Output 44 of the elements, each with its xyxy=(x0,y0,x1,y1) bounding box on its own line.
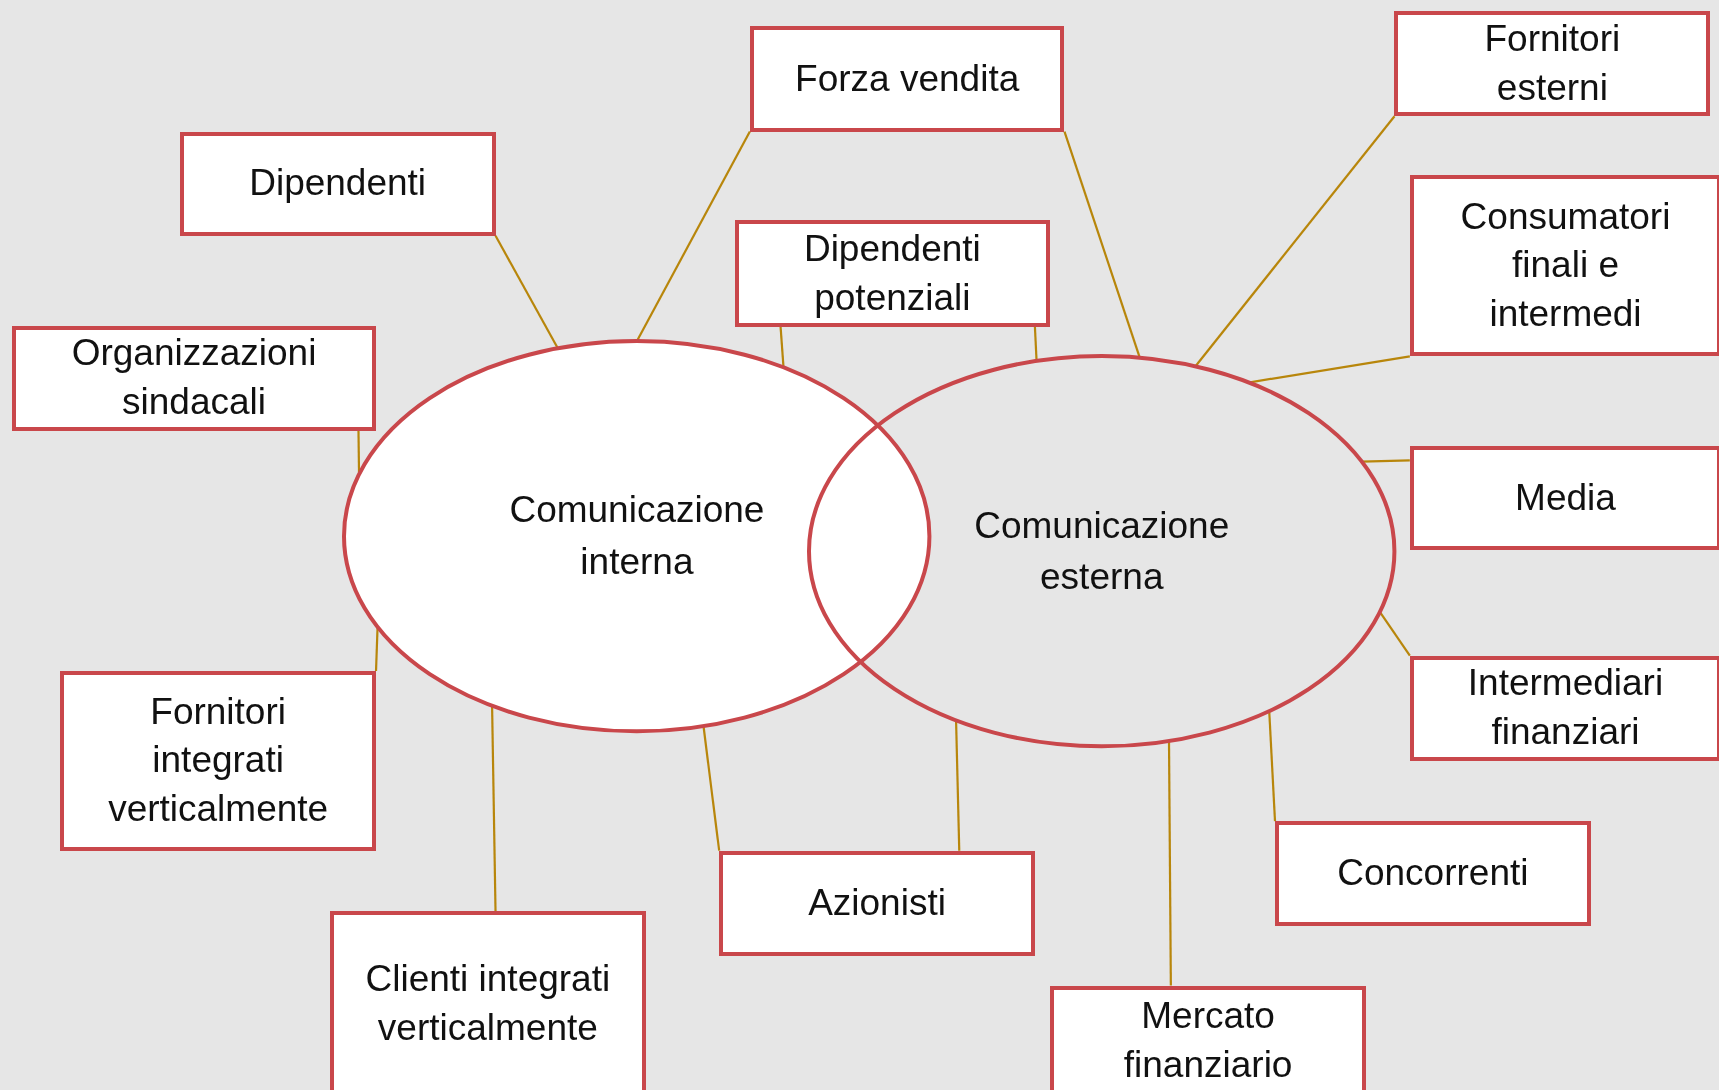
label-box xyxy=(749,26,1065,132)
label-box xyxy=(1050,985,1366,1090)
ellipse xyxy=(809,356,1395,747)
box-label: Dipendenti potenziali xyxy=(802,226,982,320)
label-box xyxy=(60,670,376,851)
connector-line xyxy=(374,626,379,671)
connector-line xyxy=(1033,326,1038,362)
label-box xyxy=(719,850,1035,956)
connector-line xyxy=(1167,741,1172,986)
box-label: Clienti integrati verticalmente xyxy=(364,956,612,1050)
connector-line xyxy=(954,720,961,851)
label-box xyxy=(12,325,376,431)
connector-line xyxy=(1063,131,1141,359)
ellipse-label: Comunicazione esterna xyxy=(973,503,1231,600)
label-box xyxy=(1409,655,1719,761)
connector-line xyxy=(491,705,497,912)
box-label: Fornitori esterni xyxy=(1483,16,1622,110)
box-label: Consumatori finali e intermedi xyxy=(1459,194,1672,337)
connector-line xyxy=(702,726,721,851)
box-label: Intermediari finanziari xyxy=(1466,661,1665,755)
ellipse-label: Comunicazione interna xyxy=(508,488,766,585)
box-label: Organizzazioni sindacali xyxy=(70,331,318,425)
box-label: Azionisti xyxy=(808,880,946,925)
label-box xyxy=(330,911,646,1090)
box-label: Concorrenti xyxy=(1337,851,1529,896)
box-label: Mercato finanziario xyxy=(1122,994,1294,1087)
box-label: Media xyxy=(1515,475,1616,520)
label-box xyxy=(734,220,1051,327)
box-label: Forza vendita xyxy=(795,56,1020,101)
box-label: Dipendenti xyxy=(249,161,427,206)
connector-line xyxy=(1361,459,1410,463)
box-label: Fornitori integrati verticalmente xyxy=(107,689,330,832)
connector-line xyxy=(1268,711,1277,822)
label-box xyxy=(179,131,496,236)
label-box xyxy=(1275,821,1591,927)
label-box xyxy=(1409,446,1719,551)
ellipse xyxy=(344,340,930,732)
label-box xyxy=(1394,10,1711,117)
connector-line xyxy=(494,235,559,349)
connector-line xyxy=(779,326,785,368)
connector-line xyxy=(1379,611,1411,657)
label-box xyxy=(1409,175,1719,357)
connector-line xyxy=(1194,115,1396,368)
connector-line xyxy=(636,131,751,342)
